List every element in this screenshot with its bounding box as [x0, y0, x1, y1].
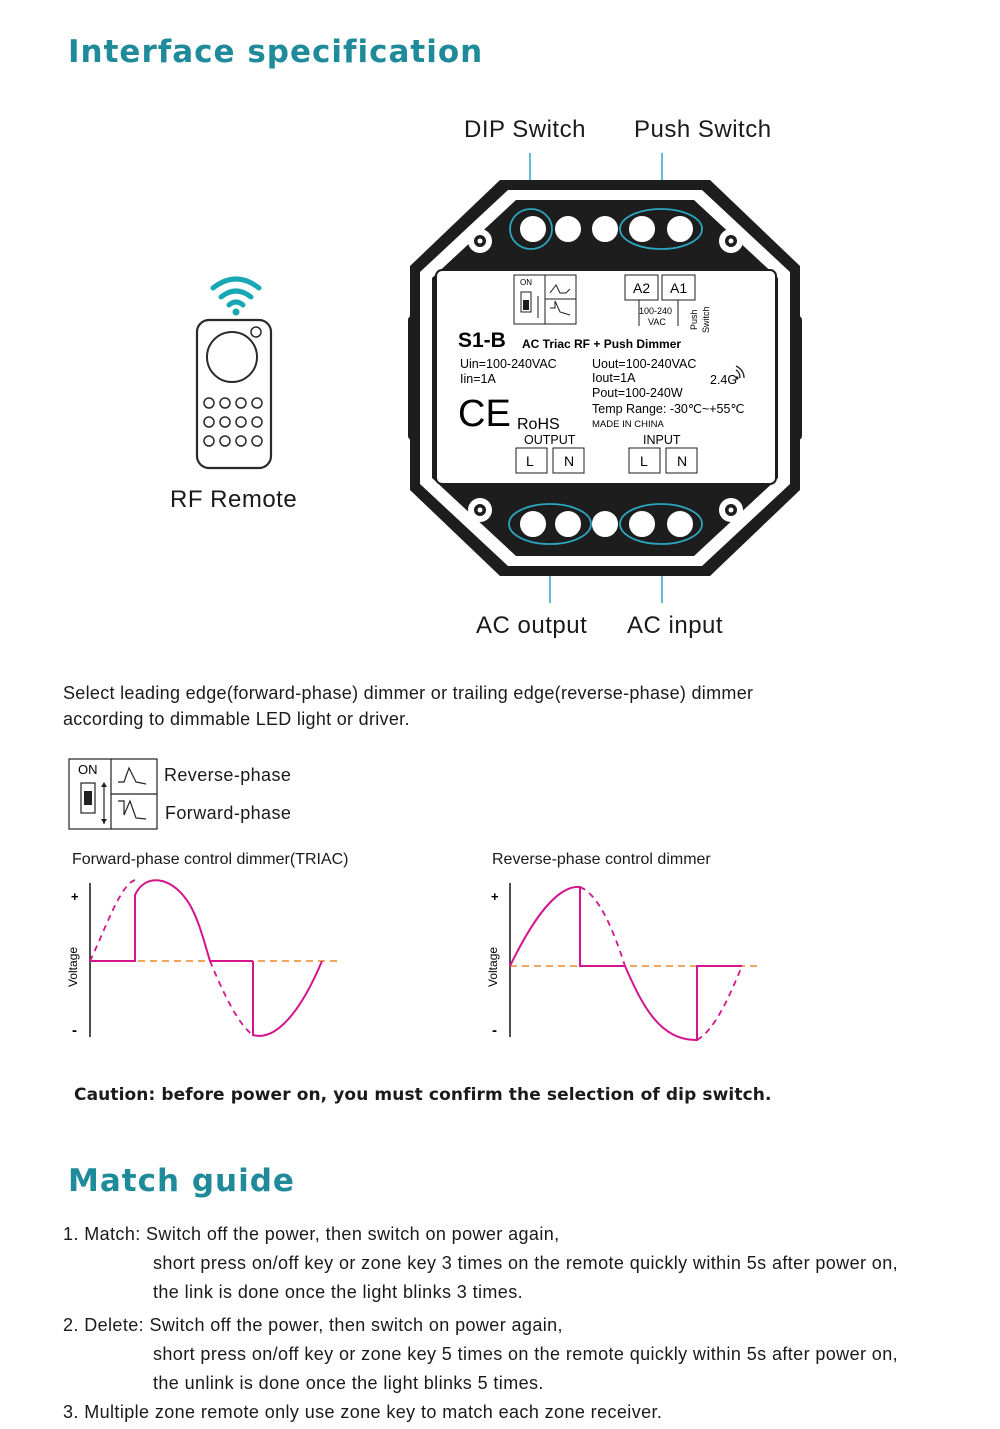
push-switch-highlight	[619, 208, 703, 250]
forward-y-label: Voltage	[66, 947, 80, 987]
step-2-lead: 2. Delete: Switch off the power, then sw…	[63, 1315, 563, 1335]
caution-text: Caution: before power on, you must confi…	[74, 1085, 772, 1105]
step-2-line-1: short press on/off key or zone key 5 tim…	[153, 1344, 899, 1364]
remote-body	[195, 318, 273, 470]
terminal-boxes	[515, 447, 698, 474]
signal-icon	[735, 365, 745, 379]
label-push-text-2: Switch	[701, 306, 711, 333]
dip-switch-label: DIP Switch	[464, 116, 586, 143]
wifi-icon	[210, 276, 262, 308]
input-n: N	[677, 453, 687, 469]
spec-temp: Temp Range: -30℃~+55℃	[592, 402, 744, 416]
label-a2: A2	[633, 280, 650, 296]
forward-negative-half	[252, 960, 323, 1037]
reverse-wave-title: Reverse-phase control dimmer	[492, 851, 711, 868]
ac-input-label: AC input	[627, 612, 724, 639]
remote-keys	[203, 397, 263, 447]
screw-holes	[468, 229, 743, 522]
forward-positive-half	[90, 879, 253, 962]
reverse-plus-sign: +	[491, 889, 499, 904]
reverse-negative-half	[624, 965, 742, 1042]
label-push-vac-1: 100-240	[639, 306, 672, 316]
remote-wheel	[206, 331, 258, 383]
output-n: N	[564, 453, 574, 469]
ac-output-label: AC output	[476, 612, 588, 639]
input-terminal-label: INPUT	[643, 433, 681, 447]
spec-uin: Uin=100-240VAC	[460, 357, 557, 371]
device-model: S1-B	[458, 329, 506, 352]
rf-remote-label: RF Remote	[170, 486, 298, 513]
spec-pout: Pout=100-240W	[592, 386, 683, 400]
reverse-y-label: Voltage	[486, 947, 500, 987]
reverse-dashed-rise	[696, 965, 743, 1041]
output-terminal-label: OUTPUT	[524, 433, 576, 447]
device-illustration: ON A2 A1 100-240 VAC Push Switch S1-B AC…	[408, 153, 802, 603]
forward-dashed-fall	[209, 960, 254, 1036]
forward-phase-waveform: + - Voltage	[66, 879, 338, 1039]
ac-input-highlight	[619, 503, 703, 545]
label-dip-on-text: ON	[520, 278, 532, 287]
forward-phase-label: Forward-phase	[165, 803, 292, 823]
forward-dashed-rise	[89, 879, 136, 962]
dimmer-select-line-2: according to dimmable LED light or drive…	[63, 709, 410, 729]
step-2-line-2: the unlink is done once the light blinks…	[153, 1373, 544, 1393]
reverse-minus-sign: -	[492, 1022, 497, 1039]
step-1-line-2: the link is done once the light blinks 3…	[153, 1282, 523, 1302]
top-terminals	[518, 214, 695, 244]
dip-on-text: ON	[78, 762, 98, 777]
step-1-line-1: short press on/off key or zone key 3 tim…	[153, 1253, 899, 1273]
step-3-lead: 3. Multiple zone remote only use zone ke…	[63, 1402, 663, 1422]
spec-frequency: 2.4G	[710, 373, 737, 387]
forward-plus-sign: +	[71, 889, 79, 904]
spec-iin: Iin=1A	[460, 372, 496, 386]
rohs-mark: RoHS	[517, 416, 560, 433]
label-push-text-1: Push	[689, 309, 699, 330]
bottom-terminals	[518, 509, 695, 539]
ce-mark: CE	[458, 393, 511, 435]
spec-uout: Uout=100-240VAC	[592, 357, 696, 371]
push-switch-label: Push Switch	[634, 116, 772, 143]
forward-wave-title: Forward-phase control dimmer(TRIAC)	[72, 851, 349, 868]
output-l: L	[526, 453, 534, 469]
spec-iout: Iout=1A	[592, 371, 636, 385]
match-guide-heading: Match guide	[68, 1163, 295, 1199]
reverse-phase-label: Reverse-phase	[164, 765, 292, 785]
reverse-positive-half	[509, 885, 625, 967]
interface-heading: Interface specification	[68, 34, 484, 70]
input-l: L	[640, 453, 648, 469]
ac-output-highlight	[508, 503, 592, 545]
label-dip-box	[513, 274, 577, 325]
dimmer-select-paragraph: Select leading edge(forward-phase) dimme…	[63, 680, 963, 732]
rf-remote-illustration	[195, 276, 273, 470]
spec-made-in: MADE IN CHINA	[592, 419, 664, 430]
label-push-box	[624, 274, 696, 326]
label-a1: A1	[670, 280, 687, 296]
label-push-vac-2: VAC	[648, 317, 666, 327]
reverse-dashed-fall	[579, 886, 626, 967]
device-description: AC Triac RF + Push Dimmer	[522, 337, 681, 351]
dip-selection-box: ON	[68, 758, 158, 830]
forward-minus-sign: -	[72, 1022, 77, 1039]
step-1-lead: 1. Match: Switch off the power, then swi…	[63, 1224, 560, 1244]
dimmer-select-line-1: Select leading edge(forward-phase) dimme…	[63, 683, 754, 703]
reverse-phase-waveform: + - Voltage	[486, 883, 758, 1042]
dip-switch-highlight	[509, 208, 553, 250]
match-steps: 1. Match: Switch off the power, then swi…	[63, 1220, 983, 1427]
